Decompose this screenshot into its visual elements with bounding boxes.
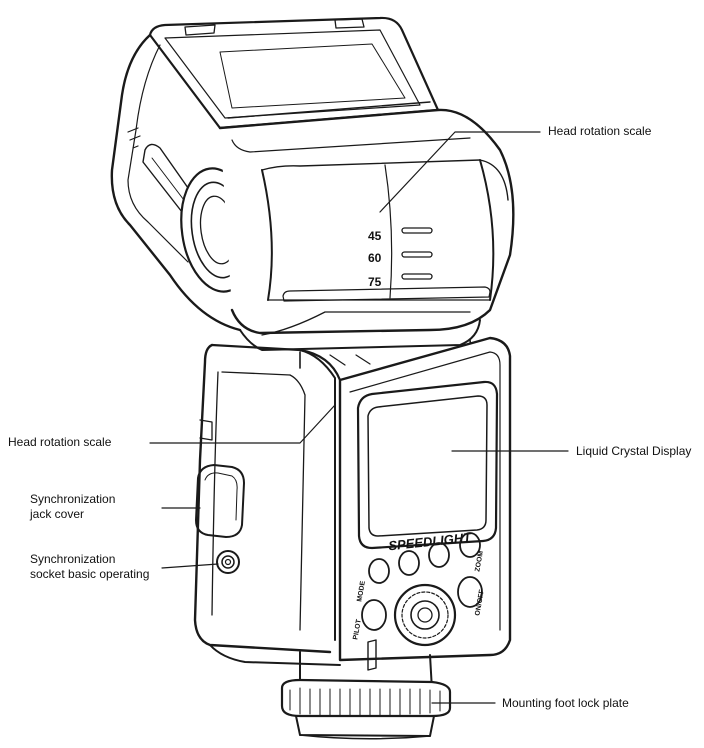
flash-head: 45 60 75 [110, 16, 515, 335]
callout-sync-jack-cover-line2: jack cover [30, 507, 85, 521]
label-mode: MODE [356, 580, 367, 602]
scale-mark-60: 60 [368, 251, 382, 265]
leader-lines [149, 131, 569, 704]
callout-sync-socket: Synchronization socket basic operating [30, 552, 149, 582]
scale-mark-45: 45 [368, 229, 382, 243]
callout-head-rotation-scale-top: Head rotation scale [548, 124, 652, 138]
mounting-foot [280, 651, 452, 740]
flash-body: SPEEDLIGHT MODE PILOT ZOOM ON/OFF [193, 336, 512, 671]
callout-sync-socket-line2: socket basic operating [30, 567, 150, 581]
label-zoom: ZOOM [474, 550, 485, 572]
leader-sync-socket [161, 563, 219, 569]
leader-head-rotation-left [149, 404, 336, 444]
callout-sync-jack-cover: Synchronization jack cover [30, 492, 115, 522]
callout-sync-socket-line1: Synchronization [30, 552, 116, 566]
label-onoff: ON/OFF [474, 588, 486, 616]
callout-mounting-foot-lock-plate: Mounting foot lock plate [502, 696, 629, 710]
callout-head-rotation-scale-left: Head rotation scale [8, 435, 112, 449]
callout-sync-jack-cover-line1: Synchronization [30, 492, 116, 506]
callout-liquid-crystal-display: Liquid Crystal Display [576, 444, 692, 458]
scale-mark-75: 75 [368, 275, 382, 289]
label-pilot: PILOT [352, 618, 363, 640]
leader-head-rotation-top [379, 131, 541, 213]
